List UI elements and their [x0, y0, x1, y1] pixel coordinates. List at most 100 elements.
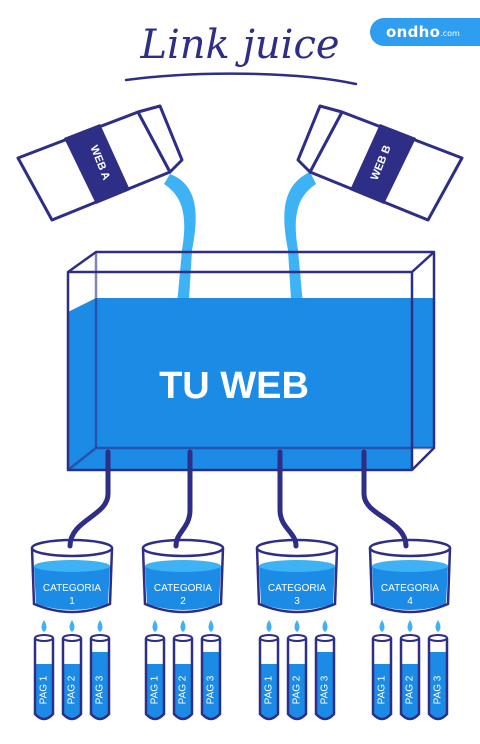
main-tank: TU WEB — [66, 250, 436, 472]
tube-outline — [33, 638, 55, 721]
tube-rim — [62, 634, 82, 642]
tube-fill — [402, 664, 418, 718]
page-tube: PAG 1 — [258, 620, 280, 721]
bucket-outline — [368, 547, 452, 614]
bucket-rim — [368, 538, 452, 558]
tube-outline — [172, 638, 194, 721]
category-label: CATEGORIA — [381, 583, 439, 594]
brand-name: ondho — [386, 23, 441, 41]
carton-web-a: WEB A — [16, 104, 184, 222]
brand-suffix: .com — [440, 29, 460, 38]
page-tube: PAG 1 — [33, 620, 55, 721]
page-tube: PAG 3 — [200, 620, 222, 721]
category-number: 4 — [407, 596, 413, 607]
page-label: PAG 2 — [178, 675, 189, 704]
juice-drop — [69, 620, 75, 632]
diagram-title: Link juice — [139, 22, 339, 68]
tube-rim — [34, 634, 54, 642]
tube-fill — [64, 664, 80, 718]
tube-rim — [315, 634, 335, 642]
page-label: PAG 3 — [320, 675, 331, 704]
tube-rim — [259, 634, 279, 642]
bucket-outline — [141, 547, 225, 614]
tube-rim — [287, 634, 307, 642]
category-number: 2 — [180, 596, 186, 607]
page-tube: PAG 2 — [286, 620, 308, 721]
page-label: PAG 3 — [206, 675, 217, 704]
bucket-water-surface — [34, 560, 110, 572]
juice-drop — [379, 620, 385, 632]
tube-rim — [400, 634, 420, 642]
bucket-rim — [141, 538, 225, 558]
tube-outline — [399, 638, 421, 721]
juice-drop — [322, 620, 328, 632]
tube-outline — [144, 638, 166, 721]
bucket-rim — [30, 538, 114, 558]
tube-outline — [61, 638, 83, 721]
tube-fill — [203, 652, 219, 718]
page-tube: PAG 2 — [399, 620, 421, 721]
page-label: PAG 1 — [39, 675, 50, 704]
brand-badge: ondho .com — [370, 18, 480, 46]
carton-web-b: WEB B — [296, 104, 464, 222]
tube-outline — [286, 638, 308, 721]
tube-outline — [89, 638, 111, 721]
juice-drop — [208, 620, 214, 632]
juice-drop — [294, 620, 300, 632]
bucket-water-surface — [145, 560, 221, 572]
tube-rim — [90, 634, 110, 642]
bucket-water-surface — [259, 560, 335, 572]
page-label: PAG 3 — [95, 675, 106, 704]
juice-drop — [407, 620, 413, 632]
page-label: PAG 1 — [377, 675, 388, 704]
page-label: PAG 1 — [150, 675, 161, 704]
page-label: PAG 2 — [292, 675, 303, 704]
tube-rim — [201, 634, 221, 642]
page-tube: PAG 3 — [314, 620, 336, 721]
page-label: PAG 3 — [433, 675, 444, 704]
juice-drop — [435, 620, 441, 632]
tube-fill — [430, 652, 446, 718]
page-tube: PAG 2 — [61, 620, 83, 721]
pipe-3 — [277, 449, 299, 549]
tube-fill — [92, 652, 108, 718]
pipe-1 — [67, 449, 111, 549]
tube-outline — [371, 638, 393, 721]
tube-outline — [427, 638, 449, 721]
category-label: CATEGORIA — [154, 583, 212, 594]
juice-drop — [180, 620, 186, 632]
pipe-4 — [361, 449, 409, 549]
title-underline — [124, 72, 358, 86]
tube-fill — [261, 664, 277, 718]
category-label: CATEGORIA — [43, 583, 101, 594]
tube-fill — [289, 664, 305, 718]
pipe-2 — [173, 449, 193, 549]
tube-rim — [428, 634, 448, 642]
stream-web-b — [284, 172, 316, 316]
juice-drop — [97, 620, 103, 632]
tube-rim — [173, 634, 193, 642]
bucket-outline — [255, 547, 339, 614]
bucket-water-surface — [372, 560, 448, 572]
page-label: PAG 2 — [67, 675, 78, 704]
bucket-water — [372, 566, 448, 610]
tube-outline — [200, 638, 222, 721]
juice-drop — [152, 620, 158, 632]
tube-fill — [36, 664, 52, 718]
bucket-water — [259, 566, 335, 610]
stream-web-a — [164, 174, 196, 316]
juice-drop — [41, 620, 47, 632]
page-tube: PAG 1 — [144, 620, 166, 721]
page-tube: PAG 2 — [172, 620, 194, 721]
page-tube: PAG 3 — [427, 620, 449, 721]
page-tube: PAG 1 — [371, 620, 393, 721]
tube-fill — [175, 664, 191, 718]
page-tube: PAG 3 — [89, 620, 111, 721]
tube-fill — [374, 664, 390, 718]
